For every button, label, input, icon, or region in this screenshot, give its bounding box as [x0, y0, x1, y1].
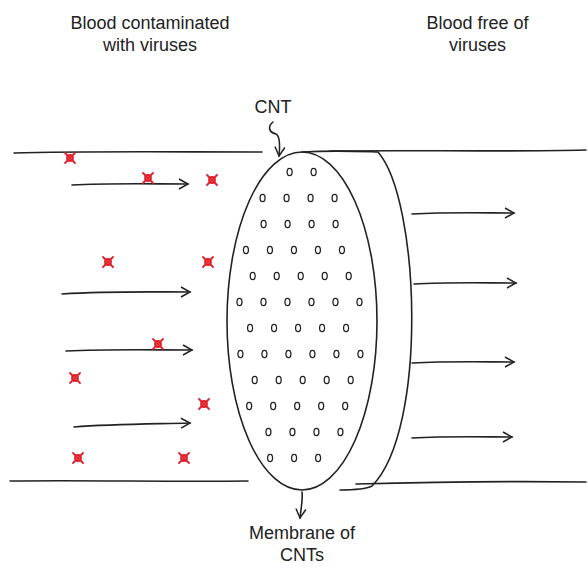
cnt-pore: [332, 194, 337, 201]
cnt-pore: [333, 298, 338, 305]
region-label: Blood free of viruses: [405, 12, 550, 56]
cnt-pore: [309, 220, 314, 227]
cnt-pore: [237, 298, 242, 305]
cnt-pore: [310, 350, 315, 357]
flow-arrow: [412, 362, 514, 363]
virus-particles: [65, 153, 217, 463]
virus-spikes: [73, 453, 83, 463]
cnt-pore: [285, 298, 290, 305]
flow-arrow: [412, 213, 514, 214]
cnt-pore: [268, 454, 273, 461]
cnt-pore: [324, 376, 329, 383]
cnt-pore: [248, 324, 253, 331]
cnt-pore: [322, 272, 327, 279]
cnt-pore: [334, 350, 339, 357]
cnt-pore: [276, 376, 281, 383]
virus-mark: [199, 399, 209, 409]
virus-mark: [203, 257, 213, 267]
tube-wall: [10, 480, 248, 482]
cnt-pore: [267, 246, 272, 253]
cnt-pore: [250, 272, 255, 279]
cnt-pore: [339, 246, 344, 253]
virus-spikes: [153, 339, 163, 349]
cnt-pore: [262, 350, 267, 357]
cnt-pore: [315, 246, 320, 253]
cnt-pore: [308, 194, 313, 201]
cnt-pore: [243, 246, 248, 253]
cnt-pore: [346, 272, 351, 279]
leader-line: [270, 122, 280, 156]
cnt-pore: [358, 350, 363, 357]
cnt-pore: [261, 220, 266, 227]
region-label: Blood contaminated with viruses: [60, 12, 240, 56]
cnt-pore: [300, 376, 305, 383]
virus-mark: [65, 153, 75, 163]
cnt-pore: [247, 402, 252, 409]
cnt-pore: [316, 454, 321, 461]
cnt-pore: [252, 376, 257, 383]
virus-mark: [73, 453, 83, 463]
virus-spikes: [143, 173, 153, 183]
virus-spikes: [179, 453, 189, 463]
cnt-pore: [272, 324, 277, 331]
cnt-pore: [292, 454, 297, 461]
flow-arrow: [72, 184, 188, 185]
virus-spikes: [103, 257, 113, 267]
cnt-pore: [291, 246, 296, 253]
cnt-membrane: [227, 152, 377, 490]
virus-spikes: [70, 373, 80, 383]
virus-mark: [179, 453, 189, 463]
cnt-pore: [357, 298, 362, 305]
cnt-pore: [266, 428, 271, 435]
part-label: Membrane of CNTs: [240, 522, 364, 566]
cnt-pore: [298, 272, 303, 279]
cnt-pore: [320, 324, 325, 331]
cnt-pore: [295, 402, 300, 409]
cnt-pore: [319, 402, 324, 409]
cnt-pore: [314, 428, 319, 435]
virus-mark: [153, 339, 163, 349]
tube-wall: [330, 150, 586, 151]
flow-arrow: [412, 437, 512, 438]
flow-arrow: [66, 350, 192, 351]
virus-mark: [207, 175, 217, 185]
callout-label: CNT: [248, 96, 298, 118]
virus-spikes: [203, 257, 213, 267]
cnt-pore: [260, 194, 265, 201]
flow-arrow: [414, 283, 516, 284]
cnt-pore: [344, 324, 349, 331]
cnt-pore: [274, 272, 279, 279]
cnt-pore: [343, 402, 348, 409]
virus-mark: [103, 257, 113, 267]
cnt-pore: [271, 402, 276, 409]
virus-mark: [70, 373, 80, 383]
virus-spikes: [207, 175, 217, 185]
cnt-pore: [290, 428, 295, 435]
cnt-pore: [348, 376, 353, 383]
cnt-pore: [309, 298, 314, 305]
cnt-pore: [286, 350, 291, 357]
flow-arrow: [74, 423, 190, 427]
cnt-pore: [311, 168, 316, 175]
membrane-rim: [302, 151, 412, 490]
virus-spikes: [199, 399, 209, 409]
cnt-pore: [333, 220, 338, 227]
cnt-pores: [237, 168, 363, 461]
cnt-pore: [296, 324, 301, 331]
leader-line: [300, 492, 302, 518]
cnt-pore: [284, 194, 289, 201]
flow-arrow: [62, 292, 190, 294]
tube-wall: [356, 482, 586, 484]
cnt-pore: [238, 350, 243, 357]
cnt-pore: [285, 220, 290, 227]
virus-spikes: [65, 153, 75, 163]
virus-mark: [143, 173, 153, 183]
cnt-pore: [261, 298, 266, 305]
cnt-pore: [338, 428, 343, 435]
tube-wall: [14, 152, 262, 153]
cnt-pore: [287, 168, 292, 175]
